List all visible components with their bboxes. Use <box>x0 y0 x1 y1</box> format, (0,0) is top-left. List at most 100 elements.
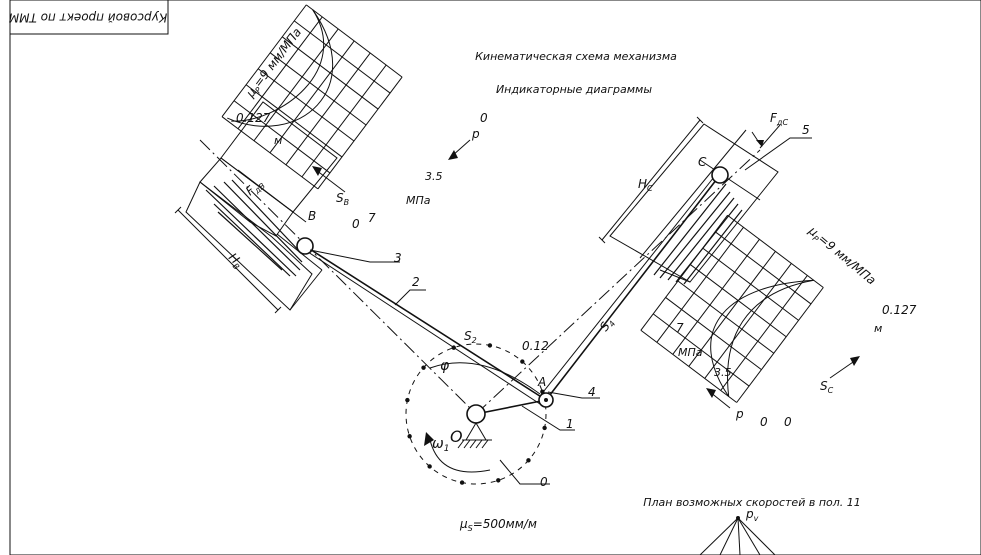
label-link-2: 2 <box>412 275 420 289</box>
grid-line <box>656 227 744 343</box>
left-max-label: 0.127 <box>236 111 271 125</box>
trajectory-point <box>459 480 465 485</box>
label-link-3: 3 <box>394 251 402 265</box>
grid-line <box>317 76 403 190</box>
grid-line <box>237 16 323 130</box>
left-zero-bottom: 0 <box>352 217 360 231</box>
label-b: B <box>308 209 316 223</box>
grid-line <box>253 28 339 142</box>
left-pressure-curve-outer <box>227 9 334 127</box>
right-stroke-arrow <box>829 359 857 379</box>
left-cylinder-hatching <box>205 179 303 277</box>
omega-arrow <box>429 439 491 473</box>
trajectory-point <box>542 425 547 431</box>
left-p-label: p <box>471 127 480 141</box>
ground-support <box>457 422 492 449</box>
trajectory-point <box>487 343 493 348</box>
trajectory-point <box>405 397 410 403</box>
velocity-plan-heading: План возможных скоростей в пол. 11 <box>643 496 861 509</box>
right-stroke-label: SC <box>820 379 834 395</box>
kinematic-heading: Кинематическая схема механизма <box>475 50 677 63</box>
joint-c <box>711 166 729 184</box>
right-zero-1: 0 <box>760 415 768 429</box>
label-c: C <box>698 155 707 169</box>
right-zero-2: 0 <box>784 415 792 429</box>
trajectory-point <box>520 359 525 364</box>
right-height-dimension <box>601 119 701 241</box>
left-stroke-arrow <box>315 169 346 193</box>
connecting-rod-ac-2 <box>539 171 719 397</box>
right-top-value: 7 <box>676 321 684 335</box>
leader-lines <box>309 124 812 485</box>
grid-line <box>688 251 776 367</box>
crank-link <box>475 399 547 415</box>
label-pos-012: 0.12 <box>522 339 549 353</box>
joint-o <box>466 404 486 424</box>
trajectory-point <box>496 478 501 483</box>
right-force-label: FдС <box>770 111 788 127</box>
right-mid-value: 3.5 <box>714 366 732 379</box>
trajectory-point <box>421 365 426 370</box>
left-max-bottom: 7 <box>368 211 376 225</box>
left-height-label: HB <box>224 250 246 272</box>
left-m-label: м <box>274 134 282 147</box>
grid-line <box>221 4 307 117</box>
label-link-5: 5 <box>802 123 810 137</box>
trajectory-point <box>526 458 531 463</box>
grid-line <box>269 40 355 154</box>
right-unit: МПа <box>678 346 703 359</box>
left-force-label: FдB <box>243 176 267 200</box>
right-height-label: HC <box>638 177 653 193</box>
joint-b <box>296 237 314 255</box>
right-cylinder-axis <box>475 149 761 415</box>
grid-line <box>301 64 387 178</box>
left-indicator-diagram <box>221 4 403 190</box>
trajectory-points <box>405 343 547 485</box>
right-pressure-curve-inner <box>727 279 814 397</box>
right-scale-label: μP=9 мм/МПа <box>804 223 879 289</box>
grid-line <box>704 263 792 379</box>
velocity-plan <box>699 516 776 555</box>
left-cylinder <box>185 101 338 311</box>
label-link-4: 4 <box>588 385 596 399</box>
grid-line <box>285 52 371 166</box>
sheet-frame <box>9 0 981 555</box>
label-link-1: 1 <box>566 417 574 431</box>
indicator-heading: Индикаторные диаграммы <box>496 83 652 96</box>
right-p-label: p <box>735 407 744 421</box>
label-s4: S4 <box>597 315 617 335</box>
right-pressure-curve-outer <box>710 279 814 397</box>
left-pressure-grid <box>221 4 403 190</box>
trajectory-point <box>427 464 432 469</box>
label-o: O <box>450 427 463 446</box>
label-omega: ω1 <box>432 436 449 454</box>
label-phi: φ <box>440 358 450 374</box>
title-stamp: Курсовой проект по ТММ <box>8 0 169 35</box>
left-scale-label: μP=9 мм/МПа <box>243 25 306 102</box>
left-unit: МПа <box>406 194 431 207</box>
left-height-dimension <box>177 209 279 311</box>
right-indicator-diagram <box>640 214 824 403</box>
right-pressure-grid <box>640 214 824 403</box>
label-s2: S2 <box>464 329 477 345</box>
left-stroke-label: SB <box>336 191 349 207</box>
connecting-rod-ab-2 <box>304 249 541 405</box>
right-m-label: м <box>874 322 882 335</box>
grid-line <box>640 214 728 331</box>
grid-line <box>672 239 760 355</box>
label-a: A <box>537 375 546 389</box>
left-zero-top: 0 <box>480 111 488 125</box>
crank-trajectory <box>405 343 547 485</box>
left-cylinder-axis <box>199 139 477 415</box>
left-mid-value: 3.5 <box>425 170 443 183</box>
velocity-pole-label: pv <box>745 507 759 523</box>
phi-arc <box>429 362 541 395</box>
grid-line <box>720 275 808 391</box>
trajectory-point <box>407 434 412 439</box>
stamp-text: Курсовой проект по ТММ <box>8 11 167 25</box>
connecting-rod-ab <box>304 245 547 401</box>
scale-label: μS=500мм/м <box>459 517 537 533</box>
label-link-0: 0 <box>540 475 548 489</box>
right-max-label: 0.127 <box>882 303 917 317</box>
